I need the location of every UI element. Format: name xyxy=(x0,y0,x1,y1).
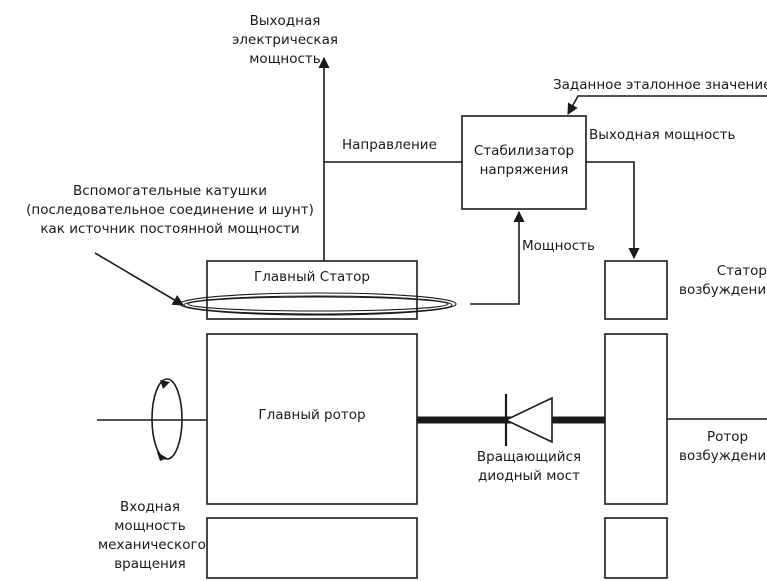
exciter-stator-line-1: Статор xyxy=(716,263,767,279)
aux-coils-line-1: Вспомогательные катушки xyxy=(73,183,267,199)
exciter-rotor-line-2: возбуждения xyxy=(679,448,767,464)
output-electric-power-line-3: мощность xyxy=(249,51,321,67)
output-electric-power-line-1: Выходная xyxy=(249,13,321,29)
coil-pointer-line xyxy=(94,252,184,306)
mechanical-input-label: Входная мощность механического вращения xyxy=(98,498,206,574)
reference-value-label: Заданное эталонное значение xyxy=(553,77,767,93)
regulator-label: Стабилизатор напряжения xyxy=(462,142,586,180)
output-electric-power-line-2: электрическая xyxy=(232,32,338,48)
aux-coils-line-3: как источник постоянной мощности xyxy=(40,221,300,237)
mechanical-input-line-1: Входная xyxy=(119,499,181,515)
exciter-rotor-box xyxy=(604,333,668,505)
power-label: Мощность xyxy=(522,238,595,254)
diode-icon xyxy=(504,394,553,446)
exciter-stator-line-2: возбуждения xyxy=(679,282,767,298)
mechanical-input-line-4: вращения xyxy=(114,556,186,572)
output-electric-power-label: Выходная электрическая мощность xyxy=(220,12,350,69)
output-power-label: Выходная мощность xyxy=(589,127,736,143)
aux-coils-label: Вспомогательные катушки (последовательно… xyxy=(2,182,338,239)
exciter-rotor-label: Ротор возбуждения xyxy=(667,428,767,466)
reference-line xyxy=(567,95,767,115)
rotation-arrow-icon xyxy=(151,378,183,460)
regulator-line-1: Стабилизатор xyxy=(473,143,575,159)
main-stator-box xyxy=(206,260,418,320)
regulator-output-line xyxy=(586,161,640,260)
rotating-diode-bridge-line-1: Вращающийся xyxy=(476,449,582,465)
exciter-rotor-line-1: Ротор xyxy=(707,429,749,445)
main-stator-label: Главный Статор xyxy=(254,269,370,285)
aux-coils-line-2: (последовательное соединение и шунт) xyxy=(26,202,314,218)
rotating-diode-bridge-label: Вращающийся диодный мост xyxy=(462,448,596,486)
coil-power-line xyxy=(470,210,525,305)
mechanical-input-box xyxy=(206,517,418,579)
main-rotor-label: Главный ротор xyxy=(258,407,366,423)
exciter-stator-box xyxy=(604,260,668,320)
direction-label: Направление xyxy=(342,137,437,153)
mechanical-input-line-2: мощность xyxy=(114,518,186,534)
auxiliary-coils xyxy=(179,292,457,316)
exciter-stator-label: Статор возбуждения xyxy=(667,262,767,300)
rotating-diode-bridge-line-2: диодный мост xyxy=(478,468,580,484)
exciter-lower-box xyxy=(604,517,668,579)
mechanical-input-line-3: механического xyxy=(98,537,206,553)
regulator-line-2: напряжения xyxy=(479,162,569,178)
